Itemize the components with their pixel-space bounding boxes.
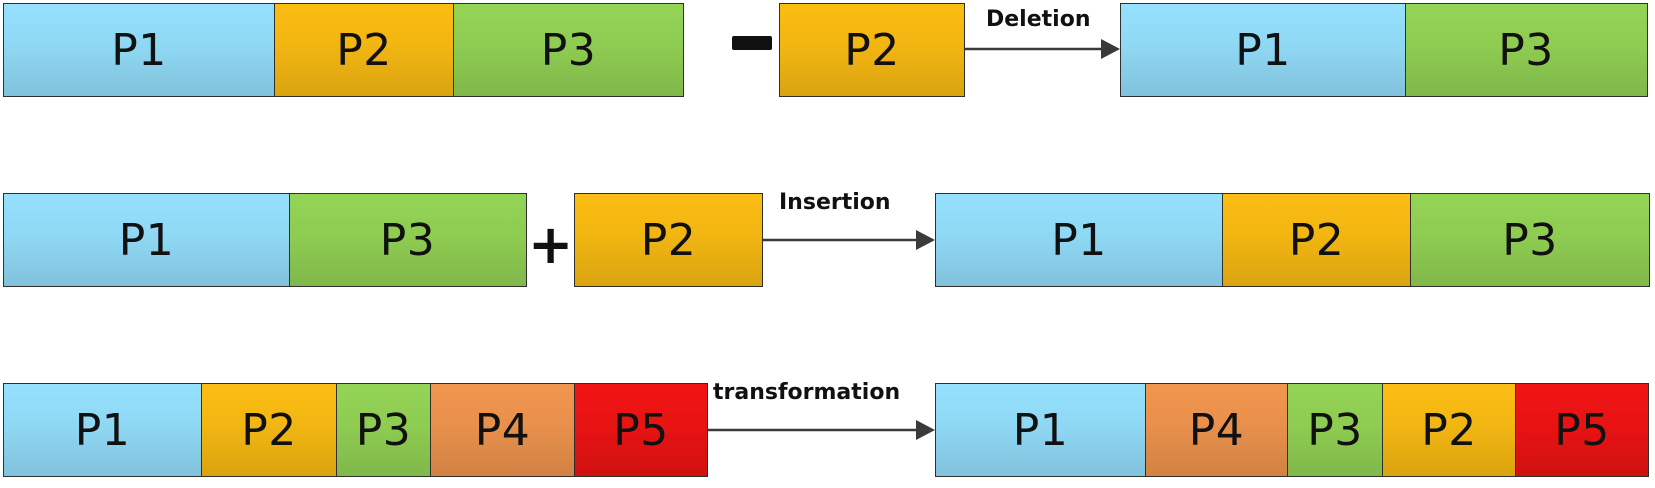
segment-p4: P4 — [1144, 383, 1289, 477]
deletion-row: P1 P2 P3 P2 Deletion P1 P3 — [0, 0, 1655, 100]
arrow-head — [916, 230, 935, 250]
segment-p1: P1 — [3, 3, 275, 97]
segment-p2: P2 — [200, 383, 338, 477]
insertion-operand-sequence: P2 — [574, 193, 763, 287]
segment-p2: P2 — [1221, 193, 1412, 287]
arrow-head — [916, 420, 935, 440]
segment-p2: P2 — [779, 3, 965, 97]
segment-p4: P4 — [429, 383, 576, 477]
minus-operator — [732, 36, 772, 50]
segment-p1: P1 — [935, 193, 1223, 287]
transformation-source-sequence: P1 P2 P3 P4 P5 — [3, 383, 708, 477]
segment-p5: P5 — [1515, 383, 1649, 477]
segment-p3: P3 — [336, 383, 431, 477]
segment-p3: P3 — [1410, 193, 1650, 287]
segment-p2: P2 — [273, 3, 455, 97]
insertion-arrow — [763, 230, 935, 250]
segment-p3: P3 — [288, 193, 527, 287]
segment-p2: P2 — [1381, 383, 1517, 477]
deletion-source-sequence: P1 P2 P3 — [3, 3, 684, 97]
transformation-label: transformation — [713, 380, 901, 405]
plus-operator: + — [528, 213, 574, 276]
transformation-result-sequence: P1 P4 P3 P2 P5 — [935, 383, 1649, 477]
arrow-head — [1101, 39, 1120, 59]
segment-p1: P1 — [3, 193, 290, 287]
insertion-row: P1 P3 + P2 Insertion P1 P2 P3 — [0, 190, 1655, 290]
segment-p3: P3 — [453, 3, 684, 97]
deletion-arrow — [965, 39, 1120, 59]
segment-p1: P1 — [1120, 3, 1406, 97]
deletion-operand-sequence: P2 — [779, 3, 965, 97]
transformation-arrow — [708, 420, 935, 440]
segment-p3: P3 — [1404, 3, 1648, 97]
deletion-result-sequence: P1 P3 — [1120, 3, 1648, 97]
segment-p1: P1 — [3, 383, 202, 477]
insertion-source-sequence: P1 P3 — [3, 193, 527, 287]
segment-p5: P5 — [574, 383, 708, 477]
transformation-row: P1 P2 P3 P4 P5 transformation P1 P4 P3 P… — [0, 380, 1655, 480]
insertion-label: Insertion — [779, 190, 891, 215]
deletion-label: Deletion — [986, 7, 1091, 32]
segment-p3: P3 — [1287, 383, 1383, 477]
segment-p1: P1 — [935, 383, 1146, 477]
segment-p2: P2 — [574, 193, 763, 287]
insertion-result-sequence: P1 P2 P3 — [935, 193, 1650, 287]
